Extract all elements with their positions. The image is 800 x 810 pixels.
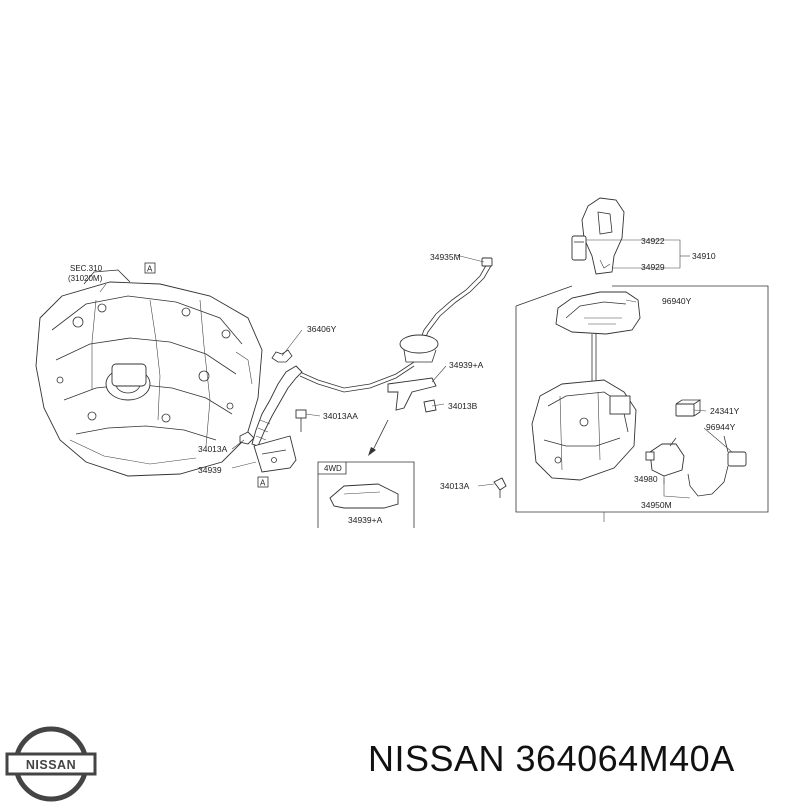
cable-bracket [253,435,297,473]
callout-36406y: 36406Y [307,324,337,334]
callout-34013aa: 34013AA [323,411,358,421]
section-ref-line1: SEC.310 [70,264,103,273]
transmission-assembly [35,269,263,477]
bolt-34013aa [295,409,307,432]
callout-34939a-1: 34939+A [449,360,484,370]
callout-34013a-right: 34013A [440,481,470,491]
inset-4wd-label: 4WD [324,464,342,473]
callout-34910: 34910 [692,251,716,261]
shifter-base [531,334,637,481]
callout-34935m: 34935M [430,252,461,262]
shifter-parts-small [645,399,747,497]
shift-knob [571,197,625,275]
callout-24341y: 24341Y [710,406,740,416]
callout-96940y: 96940Y [662,296,692,306]
marker-a-bottom: A [260,479,266,488]
callout-34013a-left: 34013A [198,444,228,454]
callout-34980: 34980 [634,474,658,484]
bolt-34013a-right [493,477,507,498]
callout-34950m: 34950M [641,500,672,510]
shift-indicator [555,291,641,335]
bolt-34013a-left [239,431,255,445]
cable-clip [271,349,293,363]
marker-a-box-bottom [257,476,269,488]
shifter-assembly-frame [515,285,769,522]
cable-bracket-rh [387,377,437,413]
callout-96944y: 96944Y [706,422,736,432]
marker-a-box-top [144,262,156,274]
callout-34922: 34922 [641,236,665,246]
shift-cable [251,257,493,447]
part-number-caption: NISSAN 364064M40A [368,738,735,779]
inset-4wd [317,461,415,528]
section-ref-line2: (31020M) [68,274,103,283]
leader-lines [231,239,733,499]
marker-a-top: A [147,265,153,274]
callout-34939a-2: 34939+A [348,515,383,525]
logo-text: NISSAN [26,758,76,772]
inset-arrow [368,419,389,456]
callout-34929: 34929 [641,262,665,272]
callout-34939: 34939 [198,465,222,475]
callout-34013b: 34013B [448,401,478,411]
nissan-logo: NISSAN [5,726,97,802]
